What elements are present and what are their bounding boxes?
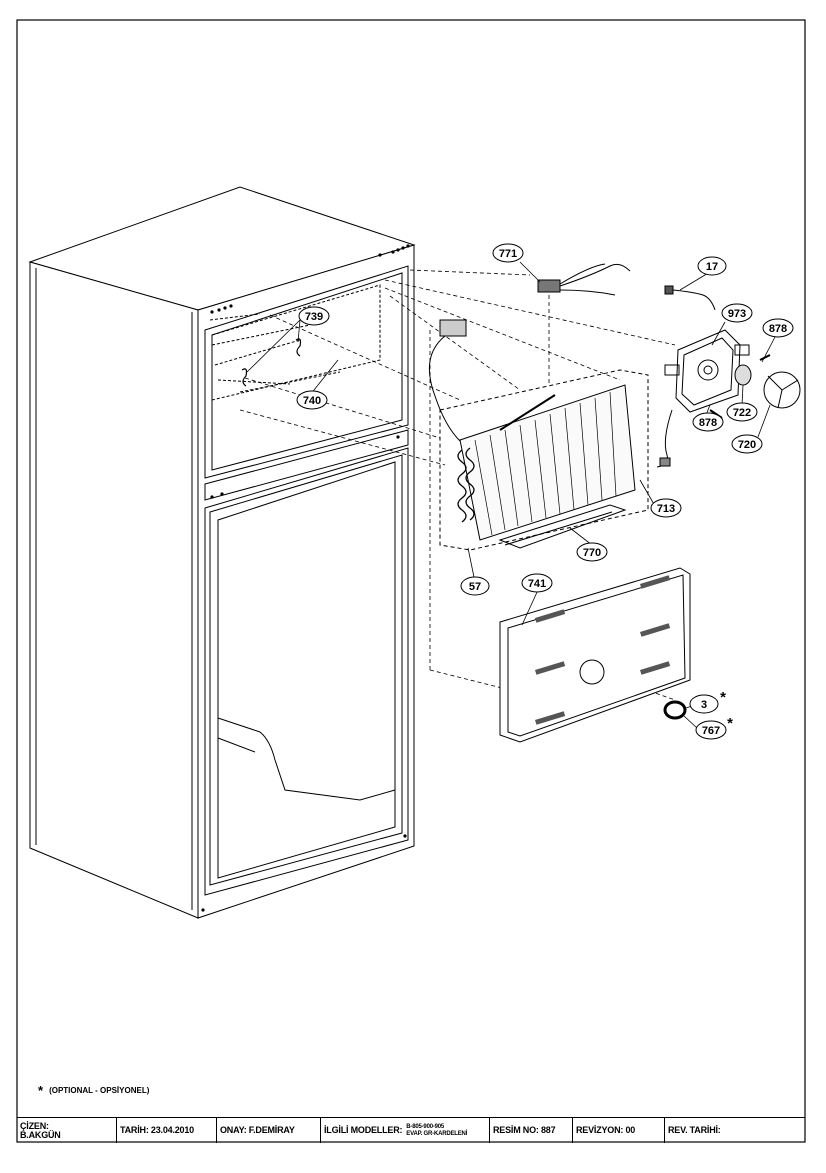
callout-3-label: 3 [701, 699, 707, 711]
callout-17-label: 17 [706, 261, 718, 273]
title-block-approval: ONAY: F.DEMİRAY [217, 1118, 321, 1143]
callout-722: 722 [726, 402, 758, 422]
callouts: 771 17 973 878 739 740 878 722 720 713 7… [296, 243, 794, 740]
title-block-revision-date: REV. TARİHİ: [668, 1125, 721, 1135]
small-parts [537, 263, 716, 311]
evaporator-assembly [428, 319, 673, 551]
callout-713-label: 713 [657, 503, 675, 515]
leader-lines [246, 261, 776, 729]
callout-878-bottom: 878 [692, 412, 724, 432]
callout-770: 770 [576, 542, 608, 562]
title-block-date: TARİH: 23.04.2010 [117, 1118, 217, 1143]
callout-770-label: 770 [583, 547, 601, 559]
callout-771-label: 771 [499, 248, 517, 260]
callout-973-label: 973 [728, 308, 746, 320]
callout-878-bottom-label: 878 [699, 417, 717, 429]
title-block-drawn-by: ÇİZEN: B.AKGÜN [17, 1118, 117, 1143]
callout-973: 973 [721, 303, 753, 323]
callout-722-label: 722 [733, 407, 751, 419]
callout-767: 767 [695, 720, 727, 740]
callout-57-label: 57 [469, 581, 481, 593]
title-block: ÇİZEN: B.AKGÜN TARİH: 23.04.2010 ONAY: F… [17, 1117, 805, 1143]
evaporator-cover [499, 567, 691, 743]
callout-767-label: 767 [702, 725, 720, 737]
callout-739-label: 739 [305, 311, 323, 323]
refrigerator-cabinet [28, 186, 416, 919]
callout-741: 741 [521, 573, 553, 593]
optional-note-star: * [38, 1083, 44, 1098]
related-models-label: İLGİLİ MODELLER: [324, 1125, 403, 1135]
title-block-drawing-no: RESİM NO: 887 [490, 1118, 573, 1143]
callout-713: 713 [650, 498, 682, 518]
fan-assembly [664, 329, 801, 419]
related-models-value: B-805-900-905 EVAP. GR-KARDELENİ [406, 1123, 468, 1137]
optional-note: * (OPTIONAL - OPSİYONEL) [38, 1083, 149, 1098]
callout-17: 17 [697, 256, 727, 276]
callout-771: 771 [492, 243, 524, 263]
sheet-border [16, 19, 806, 1143]
title-block-revision: REVİZYON: 00 [573, 1118, 665, 1143]
callout-739: 739 [298, 306, 330, 326]
callout-741-label: 741 [528, 578, 546, 590]
callout-878-top: 878 [762, 318, 794, 338]
optional-mark-767: * [727, 715, 733, 732]
callout-3: 3 [689, 694, 719, 714]
callout-878-top-label: 878 [769, 323, 787, 335]
callout-57: 57 [460, 576, 490, 596]
callout-740: 740 [296, 390, 328, 410]
title-block-related-models: İLGİLİ MODELLER: B-805-900-905 EVAP. GR-… [321, 1118, 490, 1143]
callout-720-label: 720 [738, 439, 756, 451]
callout-720: 720 [731, 434, 763, 454]
callout-740-label: 740 [303, 395, 321, 407]
optional-note-text: (OPTIONAL - OPSİYONEL) [49, 1086, 150, 1095]
optional-mark-3: * [720, 689, 726, 706]
